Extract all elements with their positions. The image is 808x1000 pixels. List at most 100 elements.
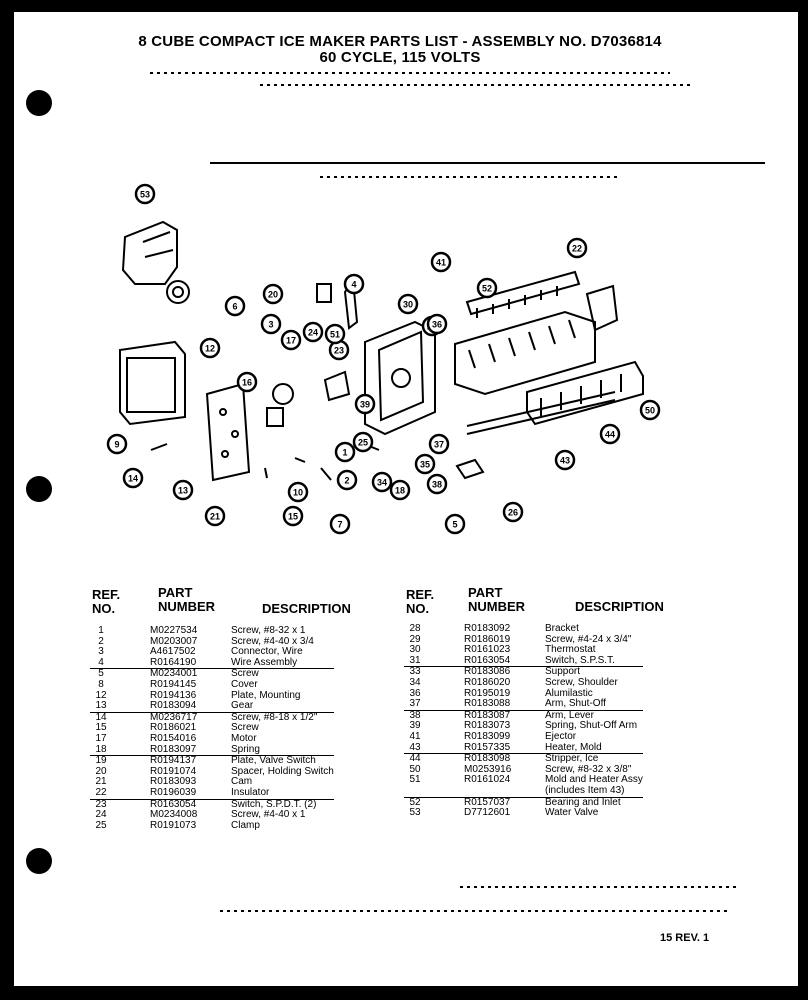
ref-cell: 53 <box>409 807 421 819</box>
description-cell: Mold and Heater Assy <box>545 774 643 786</box>
description-cell: Water Valve <box>545 807 599 819</box>
part-number-cell: R0186021 <box>150 722 197 734</box>
description-cell: Plate, Mounting <box>231 689 301 701</box>
part-number-cell: R0183086 <box>464 666 511 678</box>
table-row: 53 D7712601 Water Valve <box>404 807 643 819</box>
description-cell: Clamp <box>231 819 260 831</box>
part-number-cell: R0186020 <box>464 676 511 688</box>
callout-label: 23 <box>334 346 344 356</box>
part-number-cell: M0236717 <box>150 711 198 723</box>
description-cell: Heater, Mold <box>520 742 643 755</box>
ref-cell: 34 <box>409 676 421 688</box>
callout-label: 15 <box>288 512 298 522</box>
description-cell: Stripper, Ice <box>545 753 599 765</box>
callout-label: 43 <box>560 456 570 466</box>
callout-marker: 15 <box>282 505 304 527</box>
callout-label: 4 <box>351 280 356 290</box>
ref-cell: 30 <box>409 644 421 656</box>
description-cell: Connector, Wire <box>231 646 303 658</box>
scan-edge-right <box>798 0 808 1000</box>
ejector-icon <box>465 270 581 316</box>
description-cell: Screw, #4-24 x 3/4" <box>545 633 632 645</box>
description-cell: Arm, Shut-Off <box>520 698 643 711</box>
part-number-cell: R0183087 <box>464 709 511 721</box>
part-number-cell: M0203007 <box>150 635 198 647</box>
part-number-cell: R0154016 <box>150 732 197 744</box>
part-number-cell: D7712601 <box>464 807 511 819</box>
part-number-cell: R0183094 <box>112 700 206 713</box>
part-number-cell: R0191073 <box>150 819 197 831</box>
ref-cell: 22 <box>90 787 112 800</box>
part-number-cell: R0183093 <box>150 776 197 788</box>
callout-marker: 37 <box>428 433 450 455</box>
part-number-cell: R0183097 <box>112 744 206 757</box>
callout-label: 14 <box>128 474 138 484</box>
part-number-cell: R0183073 <box>464 720 511 732</box>
callout-marker: 39 <box>354 393 376 415</box>
callout-marker: 9 <box>106 433 128 455</box>
description-cell: Screw, Shoulder <box>545 676 618 688</box>
callout-marker: 35 <box>414 453 436 475</box>
scan-noise <box>320 176 620 178</box>
callout-marker: 26 <box>502 501 524 523</box>
callout-label: 36 <box>432 320 442 330</box>
callout-marker: 4 <box>343 273 365 295</box>
part-number-cell: R0183099 <box>464 730 511 742</box>
callout-marker: 38 <box>426 473 448 495</box>
part-number-cell: R0183088 <box>426 698 520 711</box>
ref-cell: 36 <box>409 687 421 699</box>
valve-outlet-icon <box>166 280 190 304</box>
description-cell: Spring <box>206 744 334 757</box>
callout-label: 22 <box>572 244 582 254</box>
description-cell: Screw <box>231 668 259 680</box>
title-line-2: 60 CYCLE, 115 VOLTS <box>319 49 481 66</box>
ref-cell: 43 <box>404 742 426 755</box>
callout-label: 13 <box>178 486 188 496</box>
part-number-cell: A4617502 <box>150 646 196 658</box>
part-number-cell <box>426 785 520 798</box>
callout-label: 44 <box>605 430 615 440</box>
page-title: 8 CUBE COMPACT ICE MAKER PARTS LIST - AS… <box>100 34 700 66</box>
cover-icon <box>119 340 186 426</box>
ref-cell: 4 <box>90 657 112 670</box>
ref-cell: 24 <box>95 809 107 821</box>
callout-label: 25 <box>358 438 368 448</box>
support-frame-icon <box>364 320 436 436</box>
ref-cell: 12 <box>95 689 107 701</box>
callout-marker: 18 <box>389 479 411 501</box>
callout-marker: 12 <box>199 337 221 359</box>
description-cell: Thermostat <box>545 644 596 656</box>
ref-cell: 52 <box>409 796 421 808</box>
part-number-cell: R0194145 <box>150 678 197 690</box>
description-cell: Screw, #8-18 x 1/2" <box>231 711 318 723</box>
ref-cell: 19 <box>95 755 107 767</box>
callout-marker: 16 <box>236 371 258 393</box>
ref-cell: 18 <box>90 744 112 757</box>
callout-label: 30 <box>403 300 413 310</box>
scan-edge-left <box>0 0 14 1000</box>
callout-marker: 44 <box>599 423 621 445</box>
scan-noise <box>220 910 730 912</box>
part-number-cell: R0161023 <box>464 644 511 656</box>
ref-header-right: REF.NO. <box>406 587 435 616</box>
callout-label: 38 <box>432 480 442 490</box>
callout-label: 18 <box>395 486 405 496</box>
description-cell: Ejector <box>545 730 577 742</box>
ref-cell: 8 <box>98 678 104 690</box>
ref-cell: 33 <box>409 666 421 678</box>
callout-marker: 7 <box>329 513 351 535</box>
description-cell: Bearing and Inlet <box>545 796 621 808</box>
ref-cell: 5 <box>98 668 104 680</box>
